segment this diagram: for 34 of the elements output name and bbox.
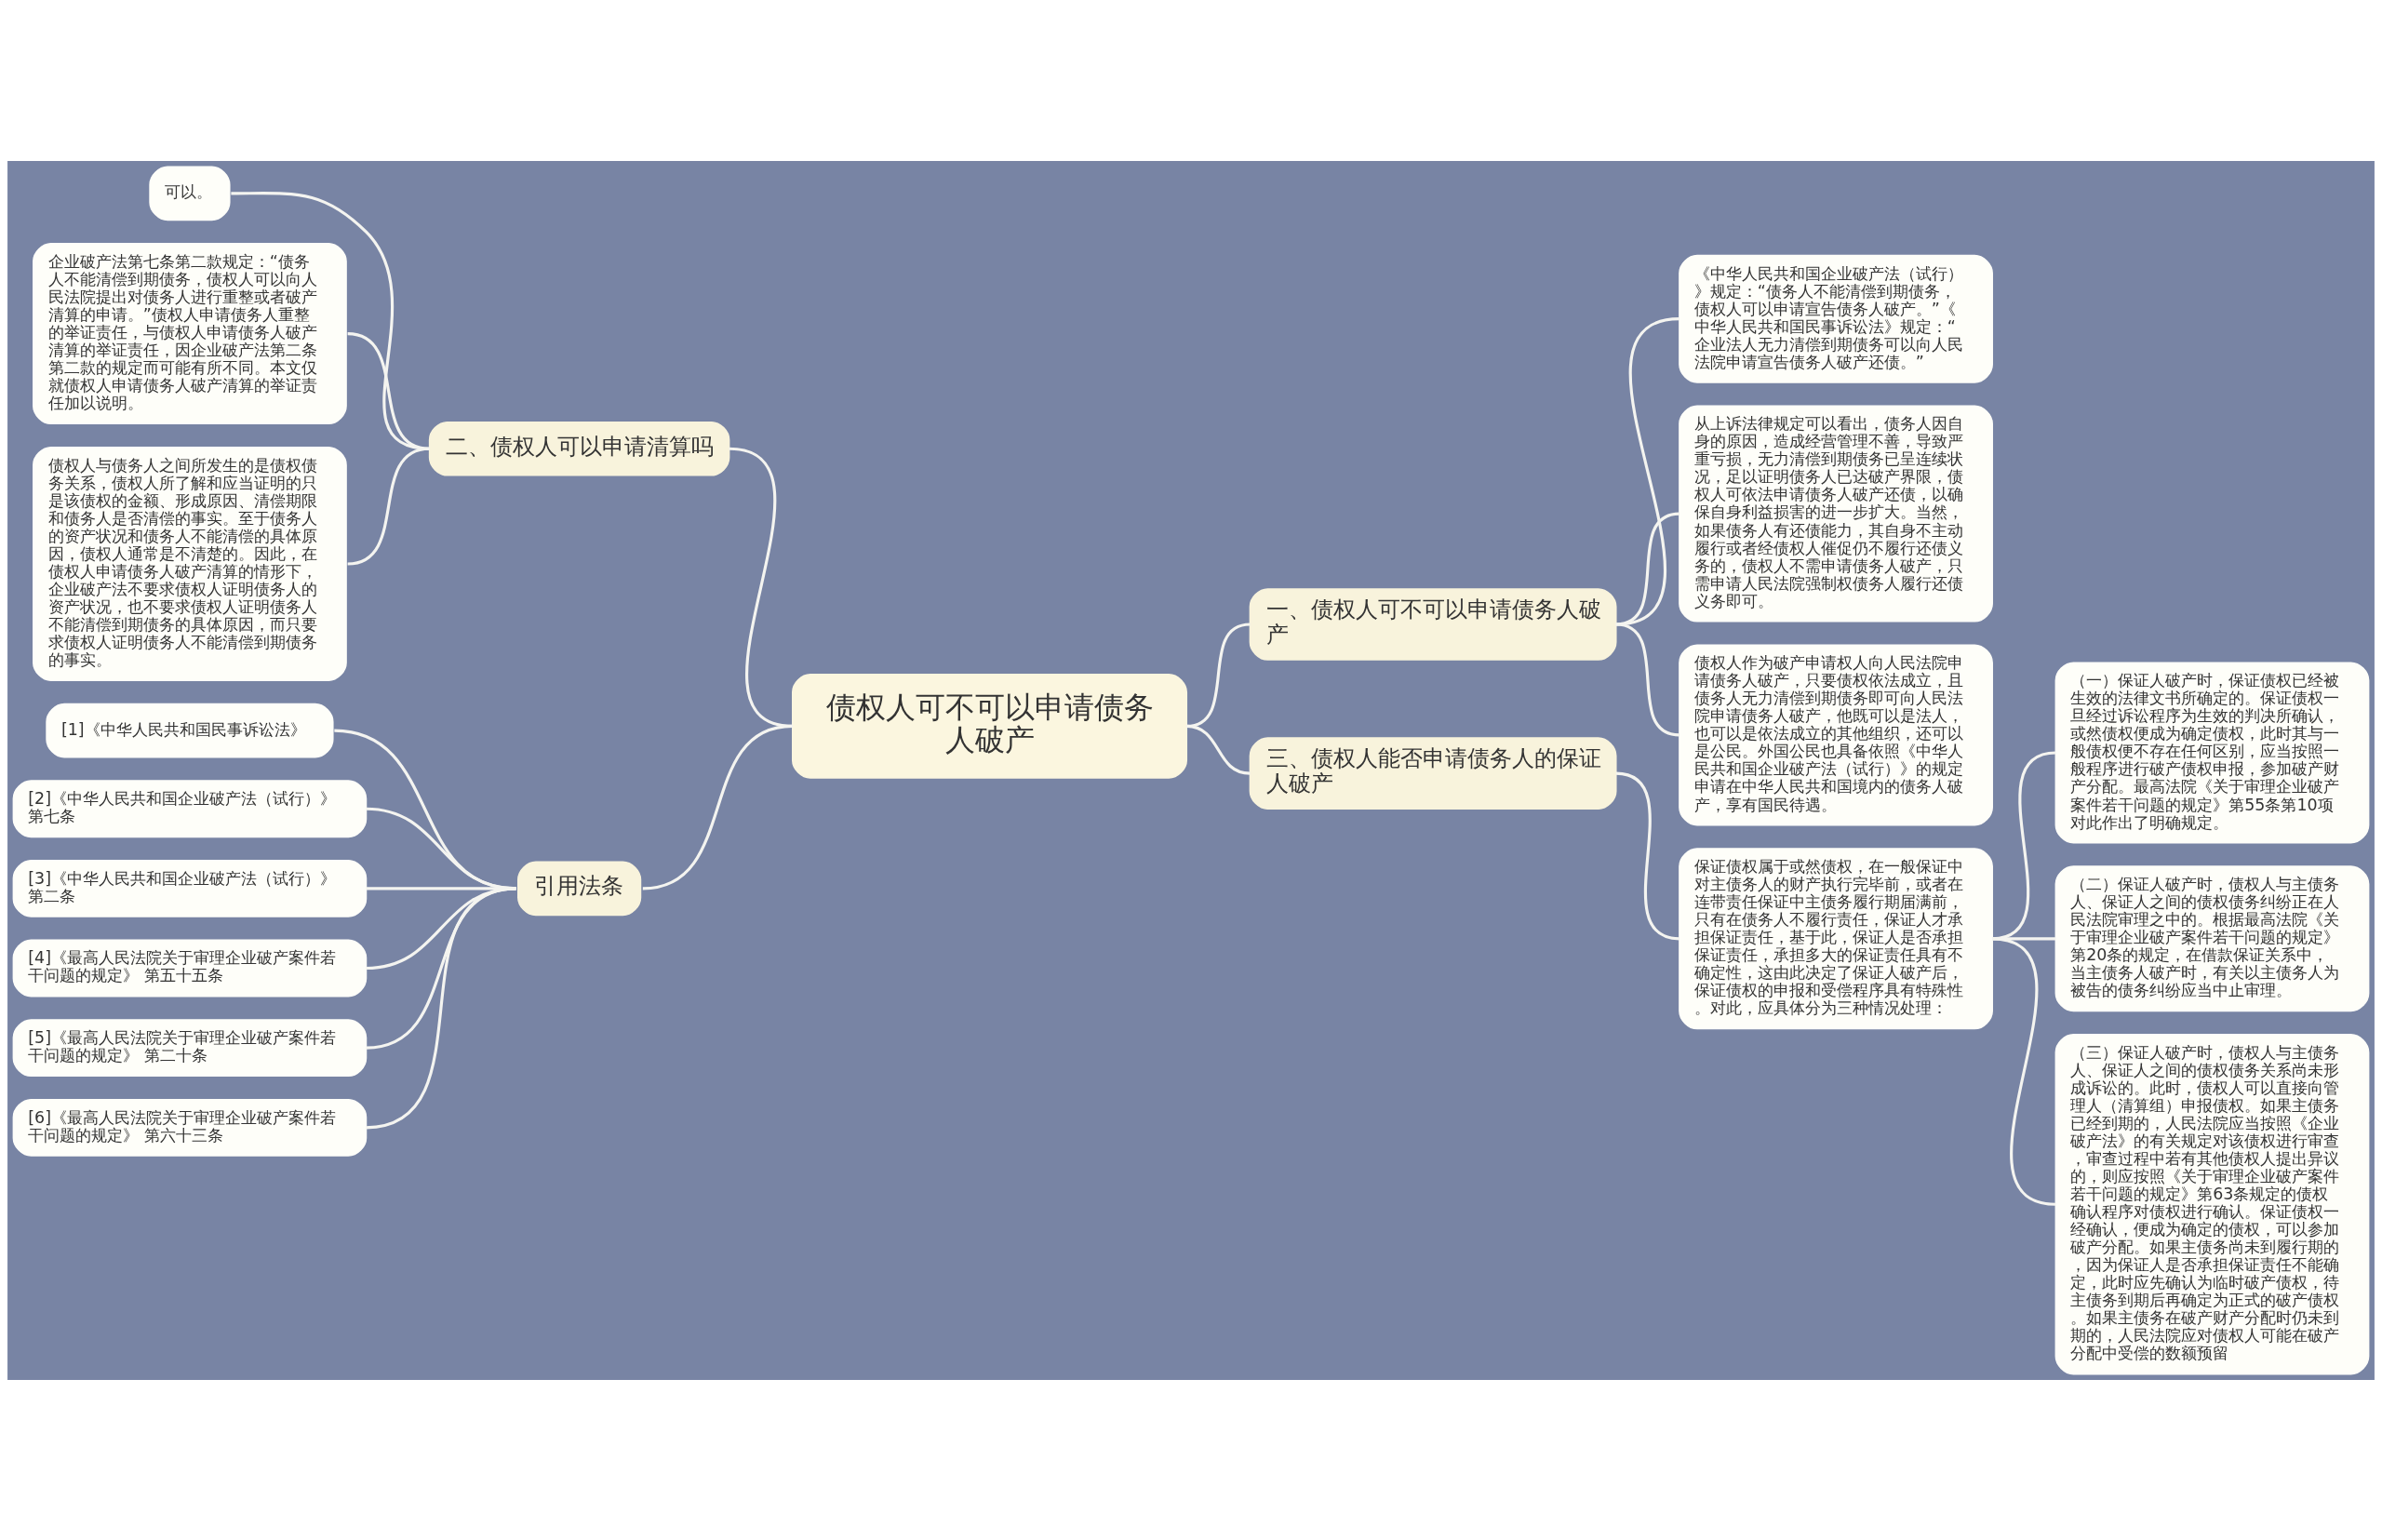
connector — [1615, 622, 1680, 736]
node-box: [5]《最高人民法院关于审理企业破产案件若干问题的规定》 第二十条 — [12, 1018, 368, 1077]
connector — [1186, 724, 1251, 775]
node-box: 债权人与债务人之间所发生的是债权债务关系，债权人所了解和应当证明的只是该债权的金额、形成原因、清偿期限和债务人是否清偿的事实。至于债务人的资产状况和债务人不能清偿的具体原因，债权人通常是不清楚的。因此，在债权人申请债务人破产清算的情形下，企业破产法不要求债权人证明债务人的资产状况，也不要求债权人证明债务人不能清偿到期债务的具体原因，而只要求债权人证明债务人不能清偿到期债务的事实。 — [33, 446, 347, 681]
node-box: 从上诉法律规定可以看出，债务人因自身的原因，造成经营管理不善，导致严重亏损，无力清偿到期债务已呈连续状况，足以证明债务人已达破产界限，债权人可依法申请债务人破产还债，以确保自身利益损害的进一步扩大。当然，如果债务人有还债能力，其自身不主动履行或者经债权人催促仍不履行还债义务的，债权人不需申请债务人破产，只需申请人民法院强制权债务人履行还债义务即可。 — [1679, 404, 1993, 623]
node-box: 二、债权人可以申请清算吗 — [428, 421, 730, 476]
node-box: [2]《中华人民共和国企业破产法（试行）》第七条 — [12, 779, 368, 837]
connector — [366, 886, 516, 1129]
node-box: （一）保证人破产时，保证债权已经被生效的法律文书所确定的。保证债权一旦经过诉讼程序为生效的判决所确认，或然债权便成为确定债权，此时其与一般债权便不存在任何区别，应当按照一般程序进行破产债权申报，参加破产财产分配。最高法院《关于审理企业破产案件若干问题的规定》第55条第10项对此作出了明确规定。 — [2054, 661, 2370, 843]
node-box: 债权人作为破产申请权人向人民法院申请债务人破产，只要债权依法成立，且债务人无力清偿到期债务即可向人民法院申请债务人破产，他既可以是法人，也可以是依法成立的其他组织，还可以是公民。外国公民也具备依照《中华人民共和国企业破产法（试行）》的规定申请在中华人民共和国境内的债务人破产，享有国民待遇。 — [1679, 643, 1993, 825]
node-box: 一、债权人可不可以申请债务人破产 — [1249, 587, 1617, 661]
connector — [347, 447, 430, 566]
node-box: [6]《最高人民法院关于审理企业破产案件若干问题的规定》 第六十三条 — [12, 1098, 368, 1157]
node-box: 引用法条 — [517, 861, 642, 916]
connector — [1991, 936, 2056, 1206]
node-box: 保证债权属于或然债权，在一般保证中对主债务人的财产执行完毕前，或者在连带责任保证中主债务履行期届满前，只有在债务人不履行责任，保证人才承担保证责任，基于此，保证人是否承担保证责任，承担多大的保证责任具有不确定性，这由此决定了保证人破产后，保证债权的申报和受偿程序具有特殊性。对此，应具体分为三种情况处理： — [1679, 847, 1993, 1029]
node-box: （三）保证人破产时，债权人与主债务人、保证人之间的债权债务关系尚未形成诉讼的。此时，债权人可以直接向管理人（清算组）申报债权。如果主债务已经到期的，人民法院应当按照《企业破产法》的有关规定对该债权进行审查，审查过程中若有其他债权人提出异议的，则应按照《关于审理企业破产案件若干问题的规定》第63条规定的债权确认程序对债权进行确认。保证债权一经确认，便成为确定的债权，可以参加破产分配。如果主债务尚未到履行期的，因为保证人是否承担保证责任不能确定，此时应先确认为临时破产债权，待主债务到期后再确定为正式的破产债权。如果主债务在破产财产分配时仍未到期的，人民法院应对债权人可能在破产分配中受偿的数额预留 — [2054, 1033, 2370, 1374]
node-box: 《中华人民共和国企业破产法（试行）》规定：“债务人不能清偿到期债务，债权人可以申请宣告债务人破产。”《中华人民共和国民事诉讼法》规定：“企业法人无力清偿到期债务可以向人民法院申请宣告债务人破产还债。” — [1679, 254, 1993, 383]
node-box: 三、债权人能否申请债务人的保证人破产 — [1249, 736, 1617, 810]
node-box: [3]《中华人民共和国企业破产法（试行）》第二条 — [12, 859, 368, 917]
connector — [1615, 771, 1680, 940]
node-box: 企业破产法第七条第二款规定：“债务人不能清偿到期债务，债权人可以向人民法院提出对债务人进行重整或者破产清算的申请。”债权人申请债务人重整的举证责任，与债权人申请债务人破产清算的举证责任，因企业破产法第二条第二款的规定而可能有所不同。本文仅就债权人申请债务人破产清算的举证责任加以说明。 — [33, 242, 347, 424]
node-box: [1]《中华人民共和国民事诉讼法》 — [46, 703, 334, 758]
connector — [347, 331, 430, 450]
connector — [366, 886, 516, 970]
node-box: （二）保证人破产时，债权人与主债务人、保证人之间的债权债务纠纷正在人民法院审理之中的。根据最高法院《关于审理企业破产案件若干问题的规定》第20条的规定，在借款保证关系中，当主债务人破产时，有关以主债务人为被告的债务纠纷应当中止审理。 — [2054, 864, 2370, 1011]
node-box: 可以。 — [149, 166, 231, 221]
connector — [642, 724, 794, 890]
node-box: 债权人可不可以申请债务人破产 — [792, 673, 1188, 779]
connector — [231, 191, 430, 450]
connector — [366, 886, 516, 1050]
node-box: [4]《最高人民法院关于审理企业破产案件若干问题的规定》 第五十五条 — [12, 939, 368, 997]
connector — [1615, 512, 1680, 626]
connector — [1615, 316, 1680, 626]
